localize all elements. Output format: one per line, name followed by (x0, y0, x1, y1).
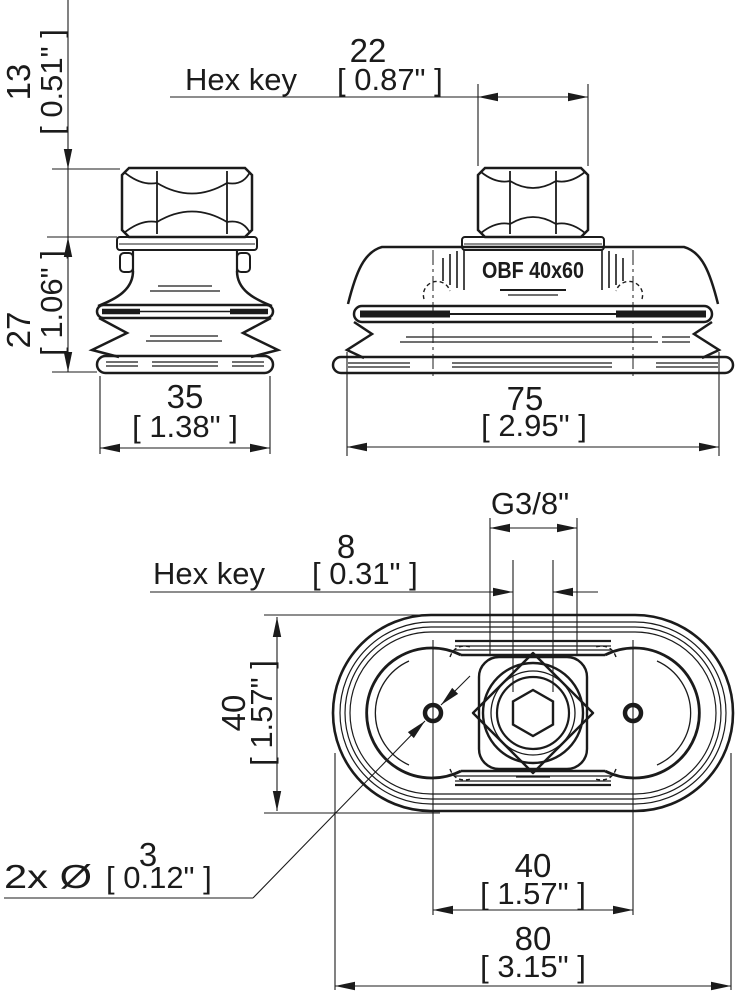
dim-hole-dia-mm: 3 (139, 836, 157, 873)
dim-nut-height: 13 [ 0.51" ] (0, 0, 120, 372)
dim-hex-key-8-in: [ 0.31" ] (312, 556, 418, 591)
hex-nut-large (476, 166, 590, 239)
bellows-large (344, 304, 722, 360)
dim-flange-height: 40 [ 1.57" ] (215, 614, 470, 814)
hex-socket (511, 688, 555, 738)
dim-hole-dia-in: [ 0.12" ] (106, 860, 212, 895)
dim-hole-spacing: 40 [ 1.57" ] (432, 640, 634, 915)
dim-hex-key-8-mm: 8 (337, 528, 355, 565)
dim-hex-key-22-mm: 22 (350, 32, 387, 69)
dim-holes-callout: 2x Ø 3 [ 0.12" ] (4, 675, 471, 899)
dim-nut-height-mm: 13 (0, 64, 37, 101)
bottom-view (331, 613, 735, 813)
hex-key-label-top: Hex key (185, 62, 297, 97)
cup-top-plate: OBF 40x60 (346, 245, 720, 378)
dim-cup-height-in: [ 1.06" ] (34, 250, 69, 356)
dim-flange-height-mm: 40 (215, 695, 252, 732)
dim-large-width: 75 [ 2.95" ] (346, 352, 720, 456)
part-marking: OBF 40x60 (482, 257, 584, 283)
dim-cup-height: 27 [ 1.06" ] (0, 250, 97, 373)
holes-prefix: 2x Ø (4, 858, 92, 895)
dim-cup-height-mm: 27 (0, 312, 37, 349)
thread-label: G3/8" (491, 486, 569, 521)
lip-small (95, 354, 275, 375)
dim-flange-length: 80 [ 3.15" ] (334, 753, 732, 991)
dim-hex-key-22: Hex key 22 [ 0.87" ] (170, 32, 589, 166)
side-view-large: OBF 40x60 (331, 166, 735, 378)
dim-small-width: 35 [ 1.38" ] (99, 376, 271, 454)
washer-large (461, 236, 605, 251)
dim-hole-spacing-mm: 40 (515, 847, 552, 884)
side-view-small (88, 166, 282, 375)
flange-outline (331, 613, 735, 813)
dim-flange-height-in: [ 1.57" ] (244, 660, 279, 766)
dim-hex-key-22-in: [ 0.87" ] (337, 62, 443, 97)
hex-key-label-bottom: Hex key (153, 556, 265, 591)
center-boss (449, 645, 617, 781)
dim-nut-height-in: [ 0.51" ] (34, 29, 69, 135)
dim-hex-key-8: Hex key 8 [ 0.31" ] (150, 528, 598, 692)
dim-small-width-mm: 35 (167, 378, 204, 415)
dim-large-width-in: [ 2.95" ] (481, 408, 587, 443)
dim-large-width-mm: 75 (507, 380, 544, 417)
dim-thread: G3/8" (489, 486, 578, 655)
bellows-small (88, 303, 282, 359)
dim-flange-length-mm: 80 (515, 920, 552, 957)
lip-large (331, 355, 735, 375)
bellows-lobes (365, 646, 701, 780)
dim-hole-spacing-in: [ 1.57" ] (480, 876, 586, 911)
hex-nut-small (120, 166, 254, 239)
cup-body-small (97, 251, 273, 308)
dim-small-width-in: [ 1.38" ] (132, 409, 238, 444)
dim-flange-length-in: [ 3.15" ] (480, 949, 586, 984)
washer-small (116, 236, 258, 251)
